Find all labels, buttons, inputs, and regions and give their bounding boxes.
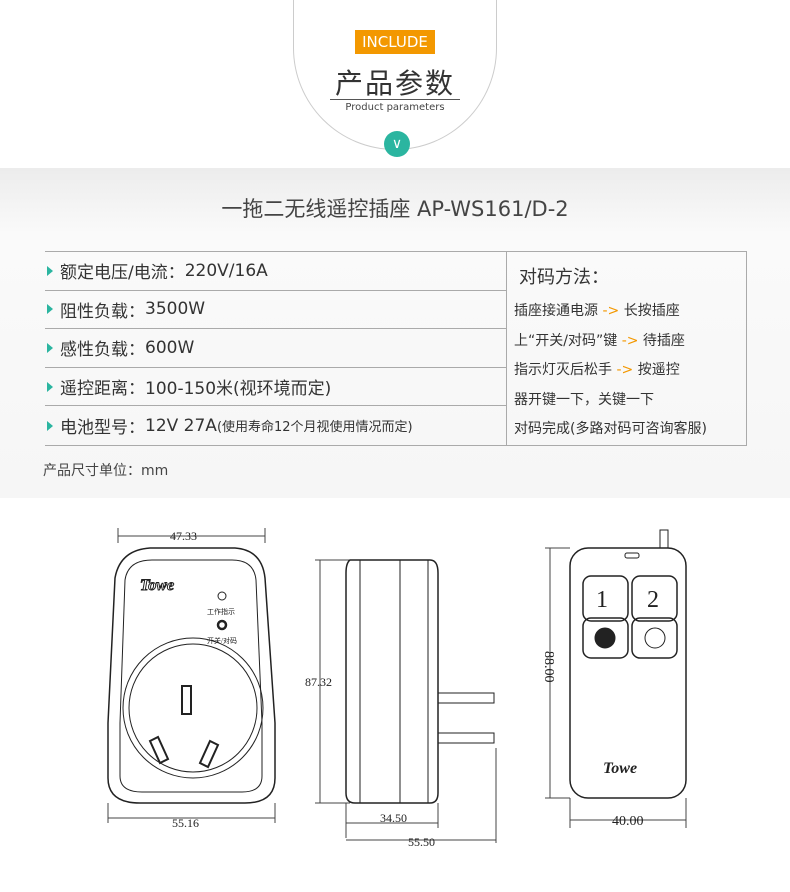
pairing-text: 指示灯灭后松手 xyxy=(514,362,617,378)
spec-value: 220V/16A xyxy=(184,260,268,281)
dim-remote-height: 88.00 xyxy=(541,651,556,683)
pairing-line: 指示灯灭后松手 -> 按遥控 xyxy=(514,356,741,386)
remote-brand-logo: Towe xyxy=(603,760,637,777)
triangle-bullet-icon xyxy=(47,420,53,431)
pairing-text: 上“开关/对码”键 xyxy=(514,332,622,349)
spec-label: 感性负载： xyxy=(60,340,145,361)
spec-row: 阻性负载：3500W xyxy=(45,291,506,330)
remote-view: 1 2 Towe 88.00 40.00 xyxy=(541,529,687,829)
dim-side-height: 87.32 xyxy=(305,675,332,689)
spec-label: 遥控距离： xyxy=(60,379,145,400)
pairing-text: 长按插座 xyxy=(619,303,680,319)
triangle-bullet-icon xyxy=(47,265,53,276)
dim-side-total: 55.50 xyxy=(408,835,435,849)
off-button-icon xyxy=(644,627,666,649)
remote-button-2: 2 xyxy=(647,587,659,613)
spec-row: 额定电压/电流：220V/16A xyxy=(45,252,506,291)
pairing-text: 插座接通电源 xyxy=(514,303,603,319)
pairing-text: 器开键一下，关键一下 xyxy=(514,391,654,408)
dim-remote-width: 40.00 xyxy=(612,814,644,829)
spec-value: 3500W xyxy=(145,299,206,320)
arrow: -> xyxy=(621,332,639,349)
dim-front-bottom: 55.16 xyxy=(172,816,199,830)
pairing-line: 器开键一下，关键一下 xyxy=(514,386,741,416)
model-title: 一拖二无线遥控插座 AP-WS161/D-2 xyxy=(221,197,569,221)
section-subtitle: Product parameters xyxy=(345,102,445,113)
spec-row: 电池型号：12V 27A(使用寿命12个月视使用情况而定) xyxy=(45,406,506,445)
arrow: -> xyxy=(602,303,620,319)
dim-side-depth: 34.50 xyxy=(380,811,407,825)
pairing-line: 插座接通电源 -> 长按插座 xyxy=(514,297,741,327)
spec-label: 阻性负载： xyxy=(60,301,145,322)
spec-value: 100-150米(视环境而定) xyxy=(145,379,332,400)
pairing-line: 对码完成(多路对码可咨询客服) xyxy=(514,415,741,445)
spec-note: (使用寿命12个月视使用情况而定) xyxy=(216,420,413,436)
include-badge: INCLUDE xyxy=(355,30,435,54)
spec-value: 600W xyxy=(145,337,195,358)
pairing-line: 上“开关/对码”键 -> 待插座 xyxy=(514,327,741,357)
triangle-bullet-icon xyxy=(47,342,53,353)
spec-value: 12V 27A xyxy=(145,415,217,436)
pairing-text: 待插座 xyxy=(638,332,685,349)
spec-row: 感性负载：600W xyxy=(45,329,506,368)
spec-list: 额定电压/电流：220V/16A 阻性负载：3500W 感性负载：600W 遥控… xyxy=(45,252,507,445)
indicator-label: 工作指示 xyxy=(207,607,235,616)
chevron-down-icon: ∨ xyxy=(384,131,410,157)
on-button-icon xyxy=(594,627,616,649)
unit-note: 产品尺寸单位：mm xyxy=(43,463,169,479)
socket-side-view: 87.32 34.50 55.50 xyxy=(305,559,497,849)
spec-label: 额定电压/电流： xyxy=(60,263,185,284)
pairing-method: 对码方法： 插座接通电源 -> 长按插座 上“开关/对码”键 -> 待插座 指示… xyxy=(508,252,747,453)
header-section: INCLUDE 产品参数 Product parameters ∨ xyxy=(0,0,790,168)
dim-front-top: 47.33 xyxy=(170,529,197,543)
spec-table: 额定电压/电流：220V/16A 阻性负载：3500W 感性负载：600W 遥控… xyxy=(45,251,747,446)
pairing-text: 对码完成(多路对码可咨询客服) xyxy=(514,421,707,437)
brand-logo: Towe xyxy=(140,577,174,594)
triangle-bullet-icon xyxy=(47,304,53,315)
dimension-drawings: 47.33 Towe 工作指示 开关/对码 55.16 87.32 34.50 … xyxy=(107,528,687,849)
spec-band xyxy=(0,168,790,498)
spec-label: 电池型号： xyxy=(60,418,145,439)
socket-front-view: 47.33 Towe 工作指示 开关/对码 55.16 xyxy=(107,528,276,830)
section-title: 产品参数 xyxy=(334,67,455,100)
spec-row: 遥控距离：100-150米(视环境而定) xyxy=(45,368,506,407)
pairing-title: 对码方法： xyxy=(519,267,609,288)
button-label: 开关/对码 xyxy=(207,636,237,645)
arrow: -> xyxy=(616,362,634,378)
pairing-text: 按遥控 xyxy=(633,362,680,378)
remote-button-1: 1 xyxy=(596,587,608,613)
triangle-bullet-icon xyxy=(47,381,53,392)
title-divider xyxy=(330,99,460,100)
